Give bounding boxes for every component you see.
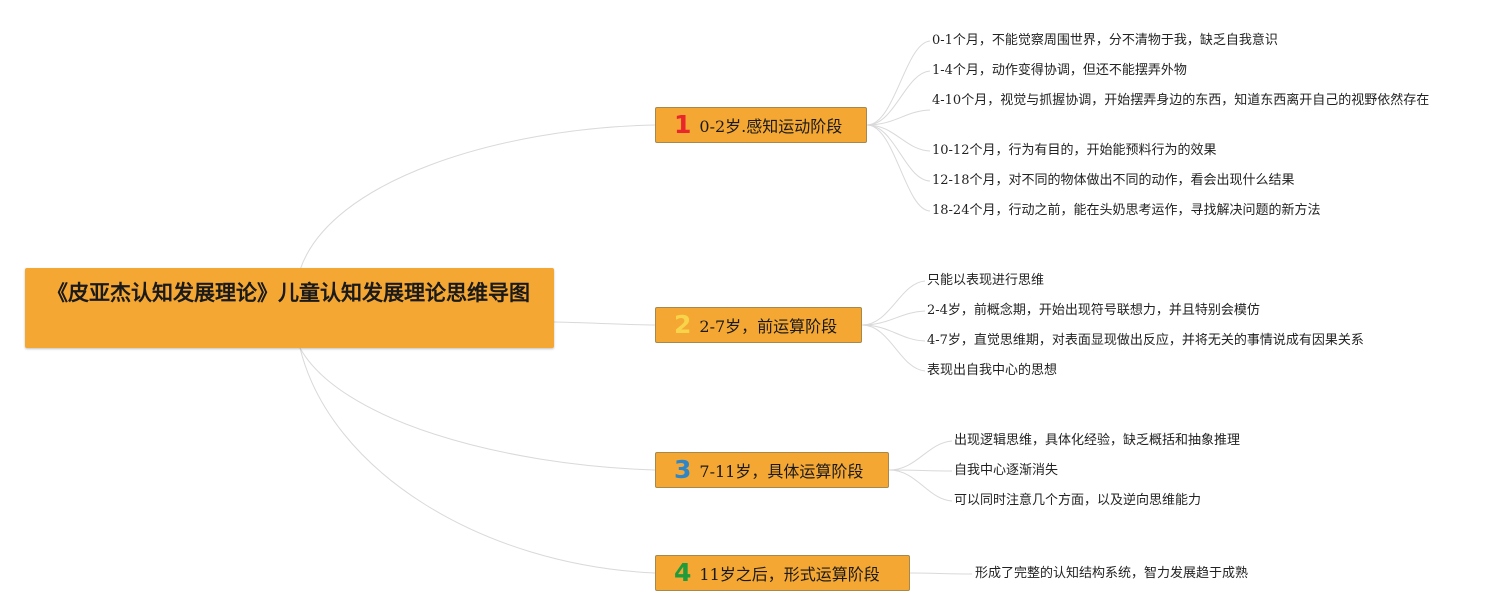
subtopic-b1-4[interactable]: 10-12个月，行为有目的，开始能预料行为的效果 <box>932 143 1217 158</box>
connector-b2-leaf-4 <box>861 324 926 372</box>
branch-topic-3[interactable]: 3 7-11岁，具体运算阶段 <box>655 452 889 488</box>
connector-b3-leaf-1 <box>888 440 953 471</box>
root-topic-title: 《皮亚杰认知发展理论》儿童认知发展理论思维导图 <box>47 281 530 305</box>
branch-topic-label: 0-2岁.感知运动阶段 <box>699 117 843 136</box>
subtopic-b1-5[interactable]: 12-18个月，对不同的物体做出不同的动作，看会出现什么结果 <box>932 173 1295 188</box>
branch-topic-2[interactable]: 2 2-7岁，前运算阶段 <box>655 307 862 343</box>
connector-root-branch-1 <box>299 124 656 271</box>
subtopic-b1-6[interactable]: 18-24个月，行动之前，能在头奶思考运作，寻找解决问题的新方法 <box>932 203 1321 218</box>
subtopic-b1-2[interactable]: 1-4个月，动作变得协调，但还不能摆弄外物 <box>932 63 1187 78</box>
subtopic-b3-3[interactable]: 可以同时注意几个方面，以及逆向思维能力 <box>954 493 1202 508</box>
connector-b3-leaf-3 <box>888 469 953 502</box>
number-1-icon: 1 <box>674 110 692 139</box>
number-4-icon: 4 <box>674 558 692 587</box>
connector-b4-leaf-1 <box>909 572 973 575</box>
connector-b1-leaf-2 <box>866 70 931 126</box>
number-3-icon: 3 <box>674 455 692 484</box>
root-topic[interactable]: 《皮亚杰认知发展理论》儿童认知发展理论思维导图 <box>25 268 554 348</box>
connector-b1-leaf-5 <box>866 124 931 182</box>
branch-topic-label: 2-7岁，前运算阶段 <box>699 317 838 336</box>
subtopic-b1-1[interactable]: 0-1个月，不能觉察周围世界，分不清物于我，缺乏自我意识 <box>932 33 1278 48</box>
connector-b3-leaf-2 <box>888 469 953 472</box>
subtopic-b1-3[interactable]: 4-10个月，视觉与抓握协调，开始摆弄身边的东西，知道东西离开自己的视野依然存在 <box>932 93 1430 108</box>
branch-topic-1[interactable]: 1 0-2岁.感知运动阶段 <box>655 107 867 143</box>
subtopic-b2-3[interactable]: 4-7岁，直觉思维期，对表面显现做出反应，并将无关的事情说成有因果关系 <box>927 333 1364 348</box>
subtopic-b3-2[interactable]: 自我中心逐渐消失 <box>954 463 1059 478</box>
branch-topic-label: 11岁之后，形式运算阶段 <box>699 565 880 584</box>
connector-b1-leaf-3 <box>866 109 931 126</box>
branch-topic-4[interactable]: 4 11岁之后，形式运算阶段 <box>655 555 910 591</box>
subtopic-b2-1[interactable]: 只能以表现进行思维 <box>927 273 1045 288</box>
subtopic-b4-1[interactable]: 形成了完整的认知结构系统，智力发展趋于成熟 <box>975 566 1249 581</box>
subtopic-b2-4[interactable]: 表现出自我中心的思想 <box>927 363 1058 378</box>
number-2-icon: 2 <box>674 310 692 339</box>
connector-root-branch-4 <box>299 347 656 574</box>
connector-b1-leaf-4 <box>866 124 931 152</box>
connector-b1-leaf-6 <box>866 124 931 212</box>
connector-b2-leaf-1 <box>861 280 926 326</box>
connector-b2-leaf-2 <box>861 310 926 326</box>
connector-b2-leaf-3 <box>861 324 926 342</box>
connector-root-branch-3 <box>299 347 656 471</box>
branch-topic-label: 7-11岁，具体运算阶段 <box>699 462 864 481</box>
connector-b1-leaf-1 <box>866 40 931 126</box>
subtopic-b3-1[interactable]: 出现逻辑思维，具体化经验，缺乏概括和抽象推理 <box>954 433 1241 448</box>
subtopic-b2-2[interactable]: 2-4岁，前概念期，开始出现符号联想力，并且特别会模仿 <box>927 303 1260 318</box>
connector-root-branch-2 <box>553 321 656 326</box>
